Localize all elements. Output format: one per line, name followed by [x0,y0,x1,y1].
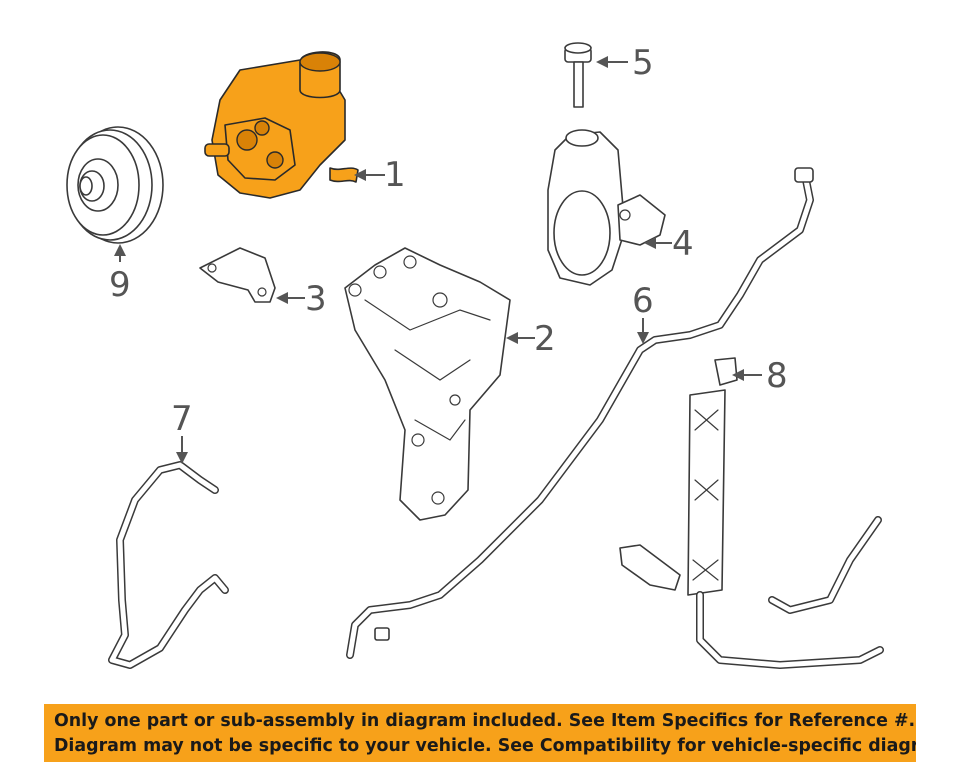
cooler-part-8 [619,357,884,669]
callout-label-4: 4 [672,224,694,264]
callout-6: 6 [632,281,654,344]
pulley-part-9 [66,126,164,244]
mounting-bracket-part-2 [344,247,511,521]
callout-label-6: 6 [632,281,654,321]
return-hose-part-7 [108,461,229,669]
reservoir-part-4 [547,129,666,286]
callout-label-3: 3 [305,279,327,319]
notice-banner: Only one part or sub-assembly in diagram… [44,704,916,762]
power-steering-pump-part-1 [204,51,359,199]
callout-label-8: 8 [766,356,788,396]
callout-1: 1 [354,155,406,195]
callout-label-9: 9 [109,265,131,305]
callout-4: 4 [644,224,694,264]
callout-3: 3 [276,279,327,319]
notice-line-1: Only one part or sub-assembly in diagram… [54,711,916,731]
bracket-part-3 [199,247,276,303]
callout-label-1: 1 [384,155,406,195]
callout-5: 5 [596,43,654,83]
callout-9: 9 [109,244,131,305]
parts-diagram: 1 2 3 4 5 6 7 8 9 [66,42,884,669]
callout-label-2: 2 [534,319,556,359]
callout-label-5: 5 [632,43,654,83]
notice-line-2: Diagram may not be specific to your vehi… [54,736,916,756]
callout-7: 7 [171,399,193,464]
callout-8: 8 [732,356,788,396]
reservoir-cap-part-5 [564,42,592,108]
callout-2: 2 [506,319,556,359]
pressure-hose-part-6 [346,167,814,659]
callout-label-7: 7 [171,399,193,439]
